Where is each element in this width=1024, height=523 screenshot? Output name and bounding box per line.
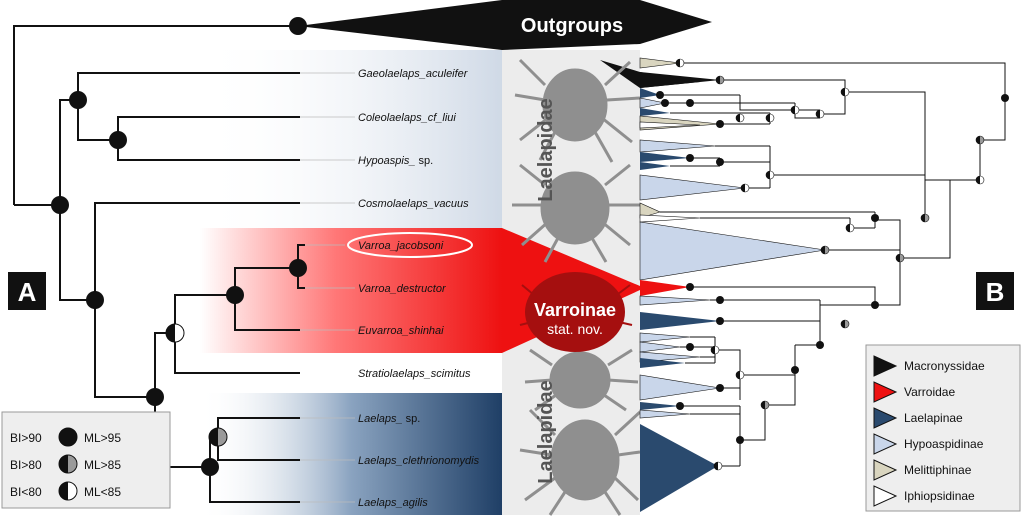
varroinae-subtitle: stat. nov. (547, 321, 603, 337)
support-bi-label: BI>90 (10, 431, 42, 445)
subfamily-name: Melittiphinae (904, 463, 972, 477)
taxon-name: Stratiolaelaps_scimitus (358, 368, 471, 380)
subfamily-name: Varroidae (904, 385, 955, 399)
taxon-label: Laelaps_agilis (358, 497, 428, 509)
tree-b (639, 57, 1006, 512)
outgroups-wedge (298, 0, 712, 50)
taxon-suffix: sp. (406, 413, 421, 425)
subfamily-legend: MacronyssidaeVarroidaeLaelapinaeHypoaspi… (873, 355, 985, 507)
subfamily-name: Laelapinae (904, 411, 963, 425)
varroa-jacobsoni-highlight (347, 232, 473, 258)
family-label-lower: Laelapidae (535, 380, 557, 483)
taxon-name: Laelaps_clethrionomydis (358, 455, 480, 467)
varroinae-band (200, 228, 502, 353)
taxon-name: Euvarroa_shinhai (358, 325, 444, 337)
taxon-name: Laelaps_agilis (358, 497, 428, 509)
taxon-label: Laelaps_clethrionomydis (358, 455, 480, 467)
mite-silhouette-3 (524, 348, 639, 412)
taxon-label: Varroa_destructor (358, 283, 447, 295)
support-bi-label: BI>80 (10, 458, 42, 472)
taxon-label: Stratiolaelaps_scimitus (358, 368, 471, 380)
taxon-label: Hypoaspis_sp. (358, 155, 433, 167)
support-symbol (58, 427, 78, 447)
mite-silhouette-1 (514, 58, 641, 163)
varroinae-title: Varroinae (534, 300, 616, 320)
subfamily-swatch (873, 459, 898, 481)
taxon-name: Laelaps_ (358, 413, 403, 425)
laelapidae-lower-band (200, 393, 502, 515)
support-symbol (58, 481, 78, 501)
support-legend-row: BI<80 ML<85 (10, 481, 121, 501)
taxon-label: Gaeolaelaps_aculeifer (358, 68, 469, 80)
support-nodes-a (51, 17, 307, 476)
subfamily-name: Hypoaspidinae (904, 437, 984, 451)
support-bi-label: BI<80 (10, 485, 42, 499)
subfamily-legend-row: Varroidae (873, 381, 955, 403)
support-ml-label: ML>85 (84, 458, 121, 472)
family-label-upper: Laelapidae (535, 98, 557, 201)
panel-a-box (8, 272, 46, 310)
taxon-name: Varroa_jacobsoni (358, 240, 444, 252)
taxon-labels: Gaeolaelaps_aculeiferColeolaelaps_cf_liu… (358, 68, 480, 509)
support-legend-row: BI>90 ML>95 (10, 427, 121, 447)
taxon-name: Coleolaelaps_cf_liui (358, 112, 456, 124)
subfamily-name: Iphiopsidinae (904, 489, 975, 503)
subfamily-legend-row: Laelapinae (873, 407, 963, 429)
taxon-name: Hypoaspis_ (358, 155, 415, 167)
subfamily-swatch (873, 355, 898, 377)
subfamily-legend-box (865, 344, 1021, 512)
taxon-name: Varroa_destructor (358, 283, 447, 295)
subfamily-legend-row: Macronyssidae (873, 355, 985, 377)
taxon-label: Coleolaelaps_cf_liui (358, 112, 456, 124)
panel-a-label: A (18, 277, 37, 307)
panel-b-label: B (986, 277, 1005, 307)
subfamily-legend-row: Hypoaspidinae (873, 433, 984, 455)
taxon-name: Cosmolaelaps_vacuus (358, 198, 469, 210)
varroa-mite-silhouette (519, 272, 633, 352)
outgroups-label: Outgroups (521, 15, 623, 37)
support-ml-label: ML<85 (84, 485, 121, 499)
support-nodes-b (656, 58, 1009, 471)
mite-silhouette-2 (512, 163, 640, 263)
support-legend-row: BI>80 ML>85 (10, 454, 121, 474)
support-ml-label: ML>95 (84, 431, 121, 445)
taxon-label: Euvarroa_shinhai (358, 325, 444, 337)
subfamily-swatch (873, 407, 898, 429)
taxon-label: Varroa_jacobsoni (358, 240, 444, 252)
subfamily-legend-row: Iphiopsidinae (873, 485, 975, 507)
tree-a (13, 25, 355, 503)
subfamily-name: Macronyssidae (904, 359, 985, 373)
support-symbol (58, 454, 78, 474)
support-legend-box (1, 411, 171, 509)
taxon-suffix: sp. (418, 155, 433, 167)
subfamily-legend-row: Melittiphinae (873, 459, 972, 481)
subfamily-swatch (873, 381, 898, 403)
subfamily-swatch (873, 485, 898, 507)
taxon-label: Laelaps_sp. (358, 413, 420, 425)
subfamily-swatch (873, 433, 898, 455)
mite-silhouette-4 (519, 408, 642, 516)
taxon-label: Cosmolaelaps_vacuus (358, 198, 469, 210)
panel-b-box (976, 272, 1014, 310)
taxon-name: Gaeolaelaps_aculeifer (358, 68, 469, 80)
laelapidae-upper-band (200, 50, 502, 228)
